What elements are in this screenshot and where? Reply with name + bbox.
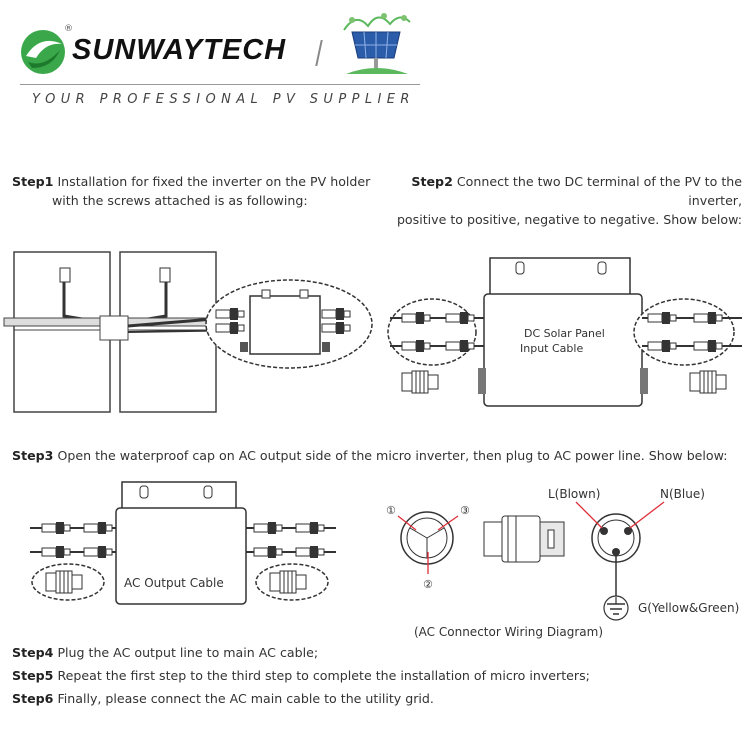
ac-output-right-ellipse — [255, 563, 329, 601]
step4-line: Plug the AC output line to main AC cable… — [57, 645, 319, 660]
dc-input-label-line2: Input Cable — [520, 342, 583, 355]
n-blue-label: N(Blue) — [660, 487, 705, 501]
step4-number: Step4 — [12, 645, 54, 660]
ground-symbol-icon — [603, 595, 629, 621]
step4-text: Step4 Plug the AC output line to main AC… — [12, 643, 742, 662]
step6-number: Step6 — [12, 691, 54, 706]
step5-text: Step5 Repeat the first step to the third… — [12, 666, 742, 685]
pin1-label: ① — [386, 504, 396, 517]
step3-line: Open the waterproof cap on AC output sid… — [57, 448, 728, 463]
step1-line2: with the screws attached is as following… — [52, 193, 308, 208]
dc-connectors-left — [387, 298, 484, 394]
step1-text: Step1 Installation for fixed the inverte… — [12, 172, 382, 210]
step2-number: Step2 — [411, 174, 453, 189]
ac-dc-wires — [30, 521, 336, 559]
pin3-label: ③ — [460, 504, 470, 517]
step3-text: Step3 Open the waterproof cap on AC outp… — [12, 446, 742, 465]
step5-line: Repeat the first step to the third step … — [57, 668, 590, 683]
header-rule — [20, 84, 420, 85]
tagline: YOUR PROFESSIONAL PV SUPPLIER — [32, 92, 415, 107]
step1-line1: Installation for fixed the inverter on t… — [57, 174, 371, 189]
pin2-label: ② — [423, 578, 433, 591]
dc-input-label-line1: DC Solar Panel — [524, 327, 605, 340]
inverter-step2 — [478, 257, 648, 407]
step6-line: Finally, please connect the AC main cabl… — [57, 691, 434, 706]
l-blown-label: L(Blown) — [548, 487, 600, 501]
wiring-diagram-caption: (AC Connector Wiring Diagram) — [414, 625, 603, 639]
step6-text: Step6 Finally, please connect the AC mai… — [12, 689, 742, 708]
step2-line1: Connect the two DC terminal of the PV to… — [456, 174, 742, 208]
ac-connector-face — [397, 511, 459, 574]
dc-connectors-right — [633, 298, 742, 394]
step2-line2: positive to positive, negative to negati… — [396, 212, 742, 227]
inverter-step3 — [115, 481, 247, 605]
step3-number: Step3 — [12, 448, 54, 463]
step1-number: Step1 — [12, 174, 54, 189]
ac-connector-socket — [575, 501, 665, 596]
ac-output-left-ellipse — [31, 563, 105, 601]
brand-name: SUNWAYTECH — [72, 34, 287, 66]
step1-zoom-ellipse — [205, 279, 373, 369]
step5-number: Step5 — [12, 668, 54, 683]
step2-text: Step2 Connect the two DC terminal of the… — [380, 172, 742, 229]
solar-panel-logo-icon — [343, 13, 411, 74]
ac-output-label: AC Output Cable — [124, 576, 224, 590]
g-ground-label: G(Yellow&Green) — [638, 601, 739, 615]
ac-connector-side — [483, 515, 565, 563]
brand-logo-icon — [21, 30, 65, 74]
registered-mark: ® — [64, 24, 73, 34]
